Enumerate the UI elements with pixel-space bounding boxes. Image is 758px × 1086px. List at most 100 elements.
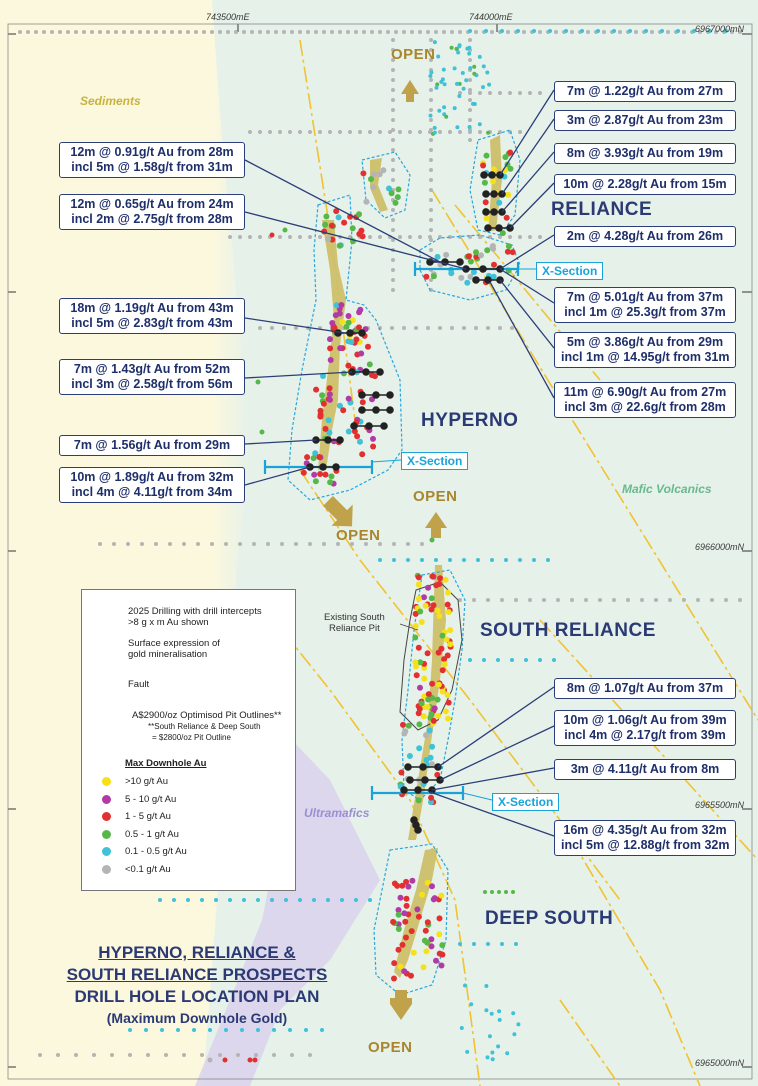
- drill-hole: [398, 130, 402, 134]
- drill-hole: [336, 402, 343, 409]
- map-title: HYPERNO, RELIANCE & SOUTH RELIANCE PROSP…: [56, 942, 338, 1028]
- drill-hole: [50, 30, 54, 34]
- legend-fault-text: Fault: [128, 679, 150, 690]
- drill-hole: [429, 228, 433, 232]
- drill-hole: [505, 191, 512, 198]
- drill-hole: [412, 610, 419, 617]
- legend-drilling-text: 2025 Drilling with drill intercepts >8 g…: [128, 606, 262, 628]
- drill-hole: [438, 645, 445, 652]
- intercept-line: 8m @ 3.93g/t Au from 19m: [566, 146, 724, 160]
- drill-collar: [386, 391, 394, 399]
- drill-collar: [358, 391, 366, 399]
- drill-hole: [178, 30, 182, 34]
- drill-hole: [320, 373, 326, 379]
- drill-hole: [460, 71, 465, 75]
- intercept-line: 16m @ 4.35g/t Au from 32m: [563, 823, 727, 837]
- drill-hole: [158, 898, 162, 902]
- drill-hole: [320, 400, 327, 407]
- drill-hole: [458, 942, 462, 946]
- intercept-label: 5m @ 3.86g/t Au from 29m incl 1m @ 14.95…: [554, 332, 736, 368]
- drill-hole: [738, 30, 742, 34]
- drill-hole: [468, 29, 472, 33]
- drill-hole: [314, 30, 318, 34]
- drill-hole: [424, 919, 431, 926]
- drill-hole: [429, 48, 433, 52]
- drill-hole: [391, 98, 395, 102]
- drill-hole: [408, 130, 412, 134]
- drill-hole: [586, 30, 590, 34]
- drill-hole: [532, 558, 536, 562]
- legend-class-label: 0.5 - 1 g/t Au: [125, 828, 179, 840]
- drill-hole: [326, 385, 333, 392]
- drill-hole: [349, 225, 356, 232]
- drill-hole: [317, 411, 324, 418]
- leader-line: [499, 234, 555, 270]
- drill-hole: [444, 692, 451, 699]
- drill-hole: [214, 898, 218, 902]
- drill-hole: [369, 372, 375, 379]
- drill-hole: [490, 558, 494, 562]
- drill-hole: [434, 607, 441, 614]
- drill-hole: [403, 878, 410, 885]
- drill-hole: [58, 30, 62, 34]
- sediments-label: Sediments: [80, 94, 141, 108]
- drill-collar: [484, 276, 492, 284]
- drill-hole: [438, 962, 445, 969]
- drill-hole: [528, 598, 532, 602]
- drill-hole: [564, 29, 568, 33]
- existing-pit-label: Existing South Reliance Pit: [324, 612, 385, 634]
- intercept-label: 10m @ 1.06g/t Au from 39m incl 4m @ 2.17…: [554, 710, 736, 746]
- drill-hole: [432, 130, 437, 135]
- drill-hole: [471, 101, 475, 106]
- drill-hole: [311, 471, 318, 478]
- grid-ticks: [8, 24, 752, 1068]
- drill-hole: [469, 1002, 474, 1007]
- drill-hole: [176, 1028, 180, 1032]
- drill-hole: [330, 438, 337, 445]
- drill-hole: [399, 941, 406, 948]
- drill-hole: [504, 248, 511, 255]
- drill-hole: [403, 902, 410, 909]
- drill-hole: [470, 269, 477, 276]
- drill-collar: [336, 436, 344, 444]
- drill-hole: [463, 983, 467, 988]
- drill-hole: [443, 636, 450, 643]
- drill-hole: [391, 178, 395, 182]
- drill-hole: [415, 581, 422, 588]
- drill-hole: [258, 130, 262, 134]
- drill-hole: [434, 85, 439, 90]
- drill-collar: [376, 368, 384, 376]
- drill-hole: [418, 619, 425, 625]
- drill-hole: [505, 243, 512, 250]
- drill-hole: [468, 118, 472, 122]
- drill-hole: [491, 166, 498, 173]
- drill-hole: [186, 30, 190, 34]
- drill-hole: [196, 542, 200, 546]
- drill-hole: [255, 379, 261, 385]
- drill-hole: [478, 130, 482, 134]
- drill-hole: [392, 542, 396, 546]
- drill-hole: [634, 30, 638, 34]
- drill-hole: [154, 542, 158, 546]
- intercept-line: incl 1m @ 14.95g/t from 31m: [561, 350, 730, 364]
- drill-hole: [391, 960, 398, 967]
- drill-hole: [443, 251, 450, 258]
- drill-hole: [38, 1053, 42, 1057]
- drill-hole: [438, 130, 442, 134]
- drill-hole: [380, 167, 387, 174]
- drill-hole: [224, 542, 228, 546]
- drill-collar: [472, 276, 480, 284]
- drill-collar: [421, 776, 429, 784]
- drill-hole: [429, 70, 434, 75]
- drill-hole: [730, 30, 734, 34]
- drill-hole: [92, 1053, 96, 1057]
- drill-hole: [448, 235, 452, 239]
- drill-hole: [508, 235, 512, 239]
- drill-hole: [238, 235, 242, 239]
- drill-hole: [499, 230, 506, 237]
- drill-hole: [368, 898, 372, 902]
- drill-hole: [518, 91, 522, 95]
- drill-hole: [444, 114, 449, 119]
- drill-collar: [358, 329, 366, 337]
- drill-hole: [420, 713, 427, 720]
